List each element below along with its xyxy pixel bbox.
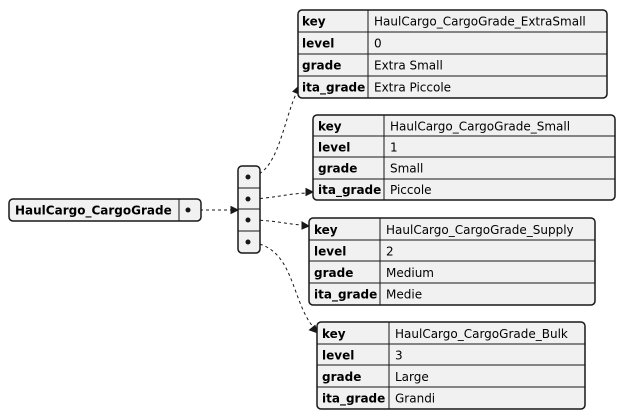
edge-to-entry-3	[247, 241, 315, 329]
entry-0-row-3-key: ita_grade	[302, 81, 365, 96]
array-node	[237, 165, 261, 254]
entry-3-row-1-key: level	[322, 349, 354, 363]
array-port-dot-1	[245, 196, 251, 202]
array-port-dot-0	[245, 174, 251, 180]
entry-2-row-3-value: Medie	[386, 288, 422, 302]
edge-to-entry-0	[247, 91, 298, 178]
entry-3-row-1-value: 3	[395, 349, 403, 363]
entry-2-row-2-value: Medium	[386, 266, 434, 280]
root-port-dot	[185, 207, 191, 213]
entry-node-3: key HaulCargo_CargoGrade_Bulk level 3 gr…	[316, 321, 586, 410]
entry-1-row-1-key: level	[318, 141, 350, 155]
entry-1-row-2-key: grade	[318, 162, 357, 176]
entry-0-row-0-value: HaulCargo_CargoGrade_ExtraSmall	[374, 15, 586, 29]
arrowhead-root-to-array	[230, 205, 240, 215]
entry-2-row-3-key: ita_grade	[314, 288, 377, 303]
arrowhead-entry-2	[301, 221, 311, 230]
entry-1-row-0-key: key	[318, 120, 342, 134]
entry-3-row-0-key: key	[322, 327, 346, 341]
entry-2-row-1-key: level	[314, 245, 346, 259]
entry-1-row-3-key: ita_grade	[318, 183, 381, 198]
entry-2-row-0-value: HaulCargo_CargoGrade_Supply	[386, 223, 574, 237]
entry-node-1: key HaulCargo_CargoGrade_Small level 1 g…	[312, 114, 616, 201]
entry-3-row-2-value: Large	[395, 370, 429, 384]
entry-0-row-2-key: grade	[302, 59, 341, 73]
entry-3-row-2-key: grade	[322, 370, 361, 384]
entry-2-row-2-key: grade	[314, 266, 353, 280]
entry-0-row-3-value: Extra Piccole	[374, 81, 451, 95]
root-node: HaulCargo_CargoGrade	[8, 198, 202, 222]
entry-0-row-0-key: key	[302, 15, 326, 29]
entry-node-0: key HaulCargo_CargoGrade_ExtraSmall leve…	[297, 9, 608, 99]
array-port-dot-3	[245, 239, 251, 245]
entry-3-row-0-value: HaulCargo_CargoGrade_Bulk	[395, 327, 568, 341]
entry-2-row-1-value: 2	[386, 245, 394, 259]
entry-1-row-1-value: 1	[390, 141, 398, 155]
root-label: HaulCargo_CargoGrade	[15, 204, 172, 219]
entry-1-row-2-value: Small	[390, 162, 423, 176]
entry-1-row-0-value: HaulCargo_CargoGrade_Small	[390, 120, 570, 134]
arrowhead-entry-1	[305, 187, 315, 197]
array-port-dot-2	[245, 217, 251, 223]
entry-node-2: key HaulCargo_CargoGrade_Supply level 2 …	[308, 217, 596, 306]
entry-0-row-2-value: Extra Small	[374, 59, 443, 73]
entry-0-row-1-key: level	[302, 37, 334, 51]
entry-2-row-0-key: key	[314, 223, 338, 237]
entry-1-row-3-value: Piccole	[390, 183, 432, 197]
entry-3-row-3-key: ita_grade	[322, 392, 385, 407]
entry-3-row-3-value: Grandi	[395, 392, 435, 406]
entry-0-row-1-value: 0	[374, 37, 382, 51]
